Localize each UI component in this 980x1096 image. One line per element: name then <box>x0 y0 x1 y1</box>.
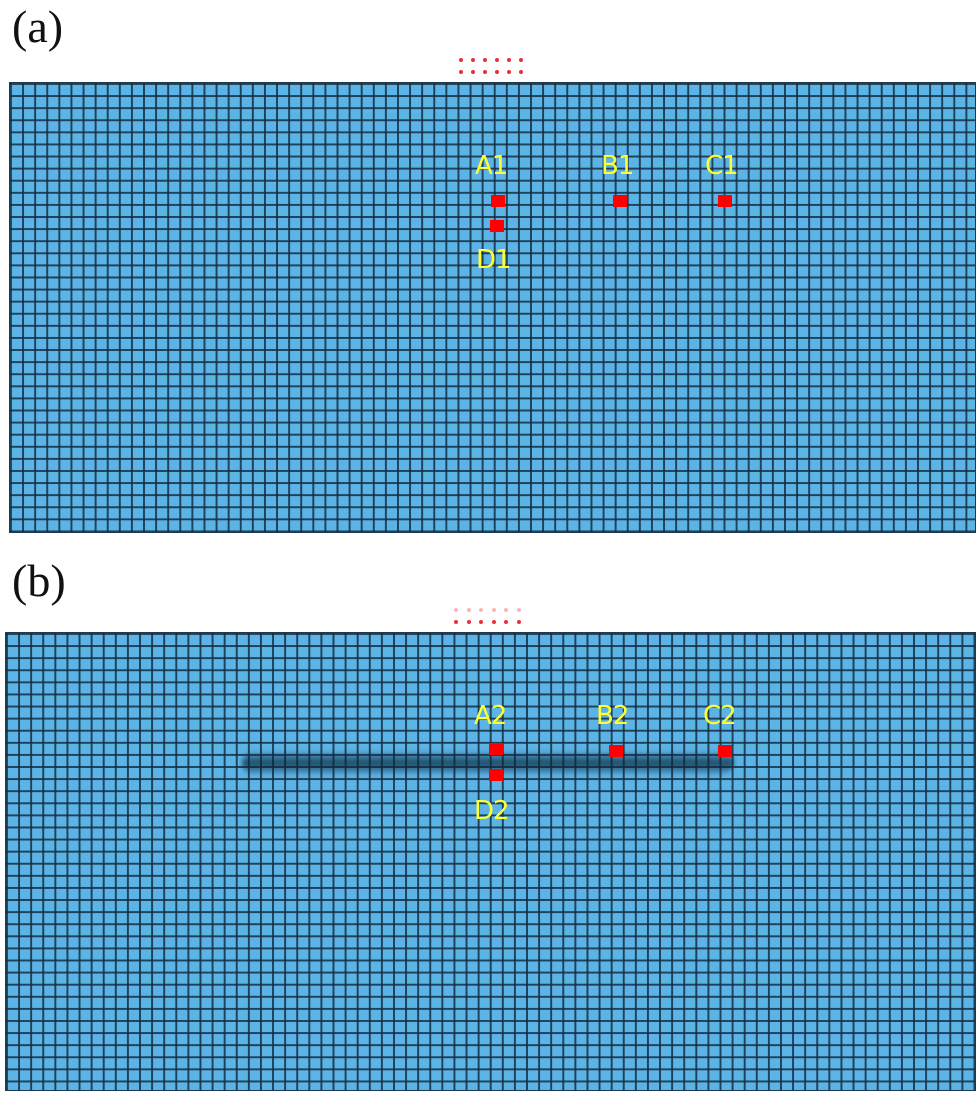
mesh-panel-a <box>9 82 976 533</box>
marker-d1 <box>490 220 504 232</box>
mesh-panel-b <box>5 632 976 1091</box>
point-label-c2: C2 <box>703 701 737 731</box>
point-label-b1: B1 <box>601 151 634 181</box>
point-label-c1: C1 <box>705 151 739 181</box>
panel-a-label: (a) <box>12 1 64 52</box>
marker-b1 <box>613 195 627 207</box>
point-label-d2: D2 <box>474 796 510 826</box>
load-indicator-b <box>450 604 525 628</box>
marker-d2 <box>489 769 503 781</box>
point-label-b2: B2 <box>596 701 629 731</box>
horizontal-inclusion <box>242 752 734 774</box>
marker-c2 <box>718 745 732 757</box>
marker-a1 <box>491 195 505 207</box>
marker-c1 <box>718 195 732 207</box>
marker-a2 <box>489 743 503 755</box>
panel-b-label: (b) <box>12 555 66 606</box>
point-label-a2: A2 <box>474 701 507 731</box>
marker-b2 <box>609 745 623 757</box>
point-label-d1: D1 <box>476 245 512 275</box>
point-label-a1: A1 <box>475 151 508 181</box>
